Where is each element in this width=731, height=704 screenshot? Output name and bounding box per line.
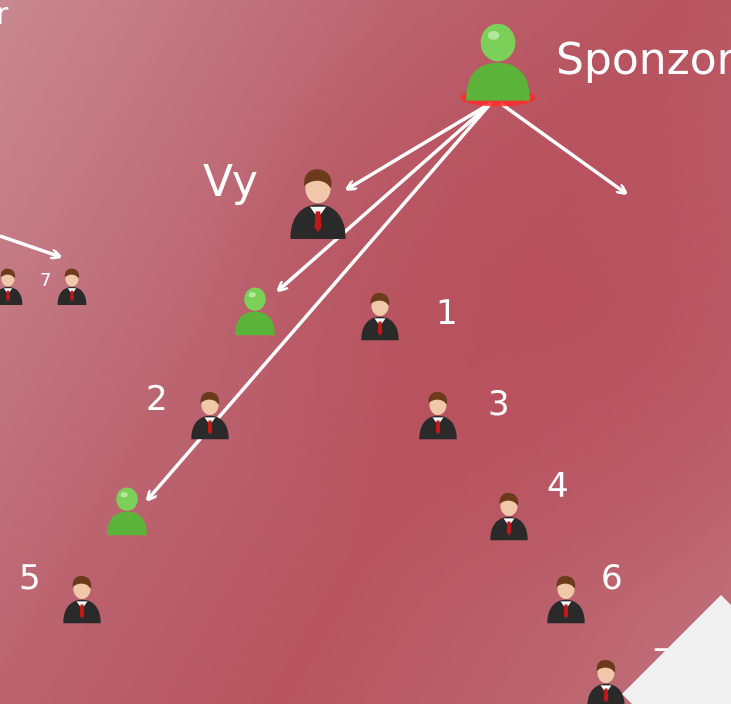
- edge-letter: r: [0, 0, 9, 32]
- arrow-right: [498, 101, 624, 192]
- arrow-to-vy: [349, 101, 492, 188]
- arrow-to-user-1: [280, 101, 493, 289]
- number-4-label: 4: [547, 466, 569, 506]
- member-7-businessman-icon: [587, 659, 625, 704]
- small-businessman-icon: [57, 268, 87, 305]
- member-5-businessman-icon: [63, 575, 101, 624]
- edge-businessman-icon: [0, 268, 23, 305]
- member-2-businessman-icon: [191, 391, 229, 440]
- sponsor-label: Sponzor: [556, 34, 731, 85]
- number-7-label: 7: [652, 642, 674, 682]
- member-3-businessman-icon: [419, 391, 457, 440]
- number-5-label: 5: [19, 558, 41, 598]
- green-user-icon-1: [235, 287, 275, 336]
- number-6-label: 6: [601, 558, 623, 598]
- number-tiny-label: 7: [40, 270, 52, 291]
- number-2-label: 2: [146, 379, 168, 419]
- member-6-businessman-icon: [547, 575, 585, 624]
- member-4-businessman-icon: [490, 492, 528, 541]
- vy-label: Vy: [203, 156, 258, 207]
- member-1-businessman-icon: [361, 292, 399, 341]
- number-3-label: 3: [488, 384, 510, 424]
- vy-businessman-icon: [290, 169, 346, 239]
- sponsor-user-icon: [460, 23, 536, 107]
- number-1-label: 1: [436, 293, 458, 333]
- arrow-left-edge: [0, 234, 58, 256]
- green-user-icon-2: [107, 487, 147, 536]
